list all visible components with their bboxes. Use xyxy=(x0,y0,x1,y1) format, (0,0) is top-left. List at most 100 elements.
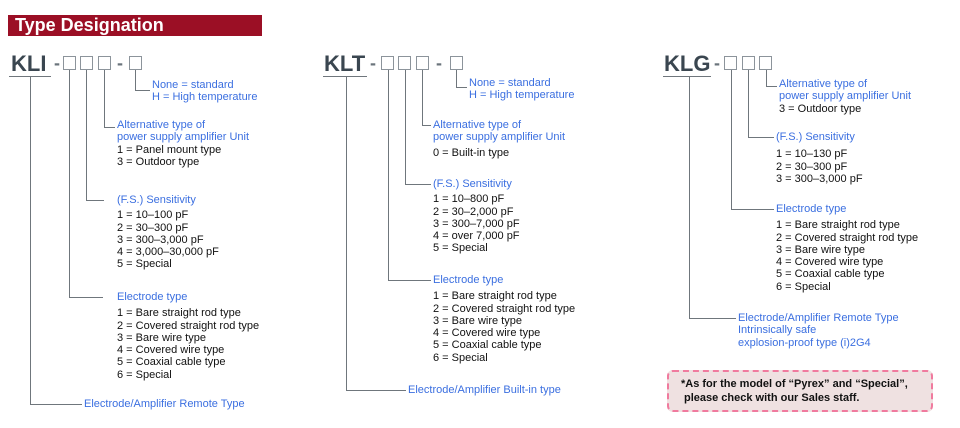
section-header: Type Designation xyxy=(8,15,262,36)
klt-dash-1: - xyxy=(370,53,376,73)
klt-type-label: Electrode/Amplifier Built-in type xyxy=(408,384,561,396)
spec-line: H = High temperature xyxy=(469,89,575,102)
spec-line: 3 = 300–3,000 pF xyxy=(117,233,204,246)
connector-line xyxy=(663,76,711,77)
spec-line: (F.S.) Sensitivity xyxy=(433,178,512,190)
connector-line xyxy=(86,200,104,201)
connector-line xyxy=(689,318,736,319)
spec-line: 2 = Covered straight rod type xyxy=(433,302,576,315)
spec-line: 2 = 30–2,000 pF xyxy=(433,205,514,218)
kli-electrode-type: Electrode type 1 = Bare straight rod type… xyxy=(117,291,259,381)
spec-line: power supply amplifier Unit xyxy=(433,131,566,144)
spec-line: 6 = Special xyxy=(433,351,488,364)
note-line-2: please check with our Sales staff. xyxy=(684,392,860,404)
connector-line xyxy=(422,125,431,126)
spec-line: Alternative type of xyxy=(779,78,868,90)
spec-line: power supply amplifier Unit xyxy=(779,90,912,103)
klg-code-box-2 xyxy=(742,56,755,70)
spec-line: Electrode type xyxy=(117,291,188,303)
kli-code-box-2 xyxy=(80,56,93,70)
spec-line: 5 = Coaxial cable type xyxy=(776,268,885,281)
spec-line: 5 = Special xyxy=(117,258,172,271)
spec-line: 3 = Bare wire type xyxy=(117,331,206,344)
connector-line xyxy=(456,70,457,87)
spec-line: (F.S.) Sensitivity xyxy=(117,194,196,206)
spec-line: 3 = Bare wire type xyxy=(776,243,865,256)
spec-line: 5 = Coaxial cable type xyxy=(117,356,226,369)
spec-line: Intrinsically safe xyxy=(738,324,817,337)
klt-code-box-1 xyxy=(381,56,394,70)
connector-line xyxy=(731,70,732,209)
kli-code-box-3 xyxy=(98,56,111,70)
spec-line: 4 = Covered wire type xyxy=(433,327,541,340)
connector-line xyxy=(69,297,103,298)
klt-code-box-4 xyxy=(450,56,463,70)
spec-line: 1 = Bare straight rod type xyxy=(117,307,241,320)
connector-line xyxy=(135,90,150,91)
spec-line: 1 = Panel mount type xyxy=(117,143,222,156)
spec-line: 5 = Special xyxy=(433,242,488,255)
spec-line: 0 = Built-in type xyxy=(433,146,510,159)
kli-model-code: KLI xyxy=(11,51,47,76)
spec-line: None = standard xyxy=(152,79,234,91)
spec-line: 1 = 10–130 pF xyxy=(776,148,848,161)
sales-note-box: *As for the model of “Pyrex” and “Specia… xyxy=(667,370,933,412)
klg-code-box-3 xyxy=(759,56,772,70)
connector-line xyxy=(456,87,467,88)
kli-dash-1: - xyxy=(54,53,60,73)
klg-dash: - xyxy=(714,53,720,73)
spec-line: 4 = Covered wire type xyxy=(776,256,884,269)
spec-line: 2 = 30–300 pF xyxy=(117,221,189,234)
spec-line: Alternative type of xyxy=(117,119,206,131)
spec-line: 1 = Bare straight rod type xyxy=(776,219,900,232)
connector-line xyxy=(405,184,431,185)
spec-line: Electrode type xyxy=(433,274,504,286)
spec-line: 3 = Outdoor type xyxy=(779,102,862,115)
spec-line: 6 = Special xyxy=(117,368,172,381)
spec-line: 3 = Outdoor type xyxy=(117,155,200,168)
klt-code-box-2 xyxy=(398,56,411,70)
spec-line: 2 = Covered straight rod type xyxy=(776,231,919,244)
connector-line xyxy=(346,77,347,390)
connector-line xyxy=(748,70,749,137)
spec-line: 1 = 10–100 pF xyxy=(117,209,189,222)
spec-line: 6 = Special xyxy=(776,280,831,293)
kli-dash-2: - xyxy=(117,53,123,73)
note-line-1: *As for the model of “Pyrex” and “Specia… xyxy=(681,378,908,390)
klg-code-box-1 xyxy=(724,56,737,70)
kli-type-label: Electrode/Amplifier Remote Type xyxy=(84,398,245,410)
kli-underline xyxy=(9,76,51,77)
spec-line: 2 = Covered straight rod type xyxy=(117,319,260,332)
spec-line: None = standard xyxy=(469,77,551,89)
connector-line xyxy=(689,77,690,318)
section-title: Type Designation xyxy=(15,15,164,35)
connector-line xyxy=(766,70,767,86)
connector-line xyxy=(388,280,431,281)
spec-line: H = High temperature xyxy=(152,91,258,104)
spec-line: 4 = 3,000–30,000 pF xyxy=(117,246,219,259)
spec-line: 3 = 300–3,000 pF xyxy=(776,172,863,185)
connector-line xyxy=(30,404,82,405)
spec-line: 3 = 300–7,000 pF xyxy=(433,217,520,230)
connector-line xyxy=(766,86,777,87)
connector-line xyxy=(748,137,774,138)
spec-line: 3 = Bare wire type xyxy=(433,314,522,327)
spec-line: Electrode/Amplifier Remote Type xyxy=(738,312,899,324)
spec-line: explosion-proof type (i)2G4 xyxy=(738,336,871,349)
connector-line xyxy=(69,70,70,297)
connector-line xyxy=(104,127,115,128)
klg-model-code: KLG xyxy=(664,51,711,76)
spec-line: 4 = over 7,000 pF xyxy=(433,230,520,243)
spec-line: power supply amplifier Unit xyxy=(117,131,250,144)
